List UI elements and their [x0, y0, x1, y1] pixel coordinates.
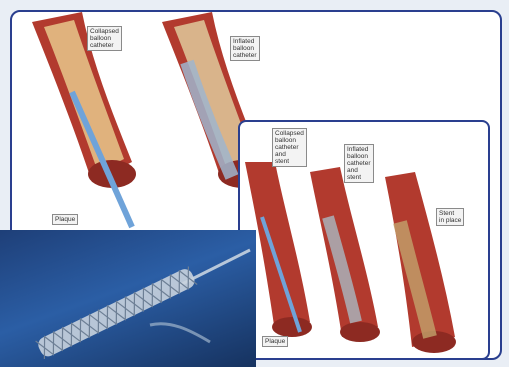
- label-inflated-balloon-catheter-stent: Inflated balloon catheter and stent: [344, 144, 374, 183]
- reflection: [150, 324, 210, 342]
- label-plaque-bottom: Plaque: [262, 336, 288, 347]
- stent-photo: [0, 230, 256, 367]
- label-inflated-balloon-catheter: Inflated balloon catheter: [230, 36, 260, 61]
- artery-b-opening: [340, 322, 380, 342]
- label-collapsed-balloon-catheter-stent: Collapsed balloon catheter and stent: [272, 128, 307, 167]
- label-plaque-top: Plaque: [52, 214, 78, 225]
- artery-a-opening: [272, 317, 312, 337]
- stenting-panel: Collapsed balloon catheter and stent Inf…: [238, 120, 490, 360]
- stent-mesh: [36, 266, 198, 358]
- stent-photo-graphic: [0, 230, 256, 367]
- label-collapsed-balloon-catheter: Collapsed balloon catheter: [87, 26, 122, 51]
- label-stent-in-place: Stent in place: [436, 208, 464, 226]
